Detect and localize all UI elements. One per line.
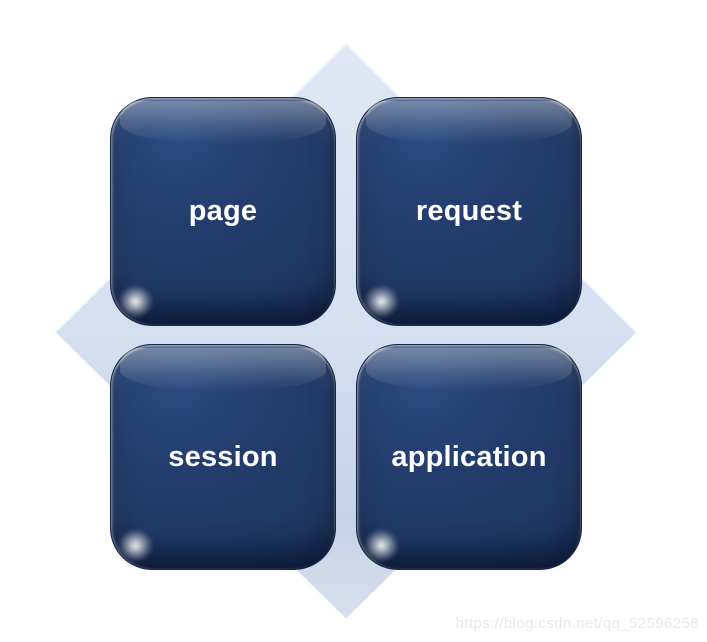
box-page: page (110, 97, 336, 326)
watermark-url: https://blog.csdn.net/qq_52596258 (455, 615, 699, 632)
box-application-label: application (391, 440, 547, 473)
box-session: session (110, 344, 336, 570)
box-session-label: session (168, 440, 278, 473)
box-request: request (356, 97, 582, 326)
box-request-label: request (415, 195, 523, 227)
box-application: application (356, 344, 582, 570)
box-page-label: page (188, 195, 258, 227)
